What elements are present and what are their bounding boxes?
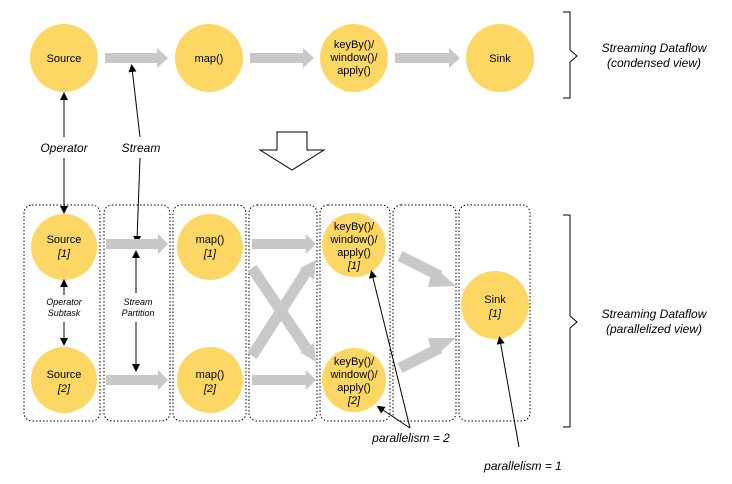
apply-label: apply() (337, 65, 371, 77)
parallelism-2-pointer-a (369, 270, 411, 429)
map-node (175, 24, 243, 92)
source-1-index: [1] (57, 248, 71, 260)
sink-node-label: Sink (489, 53, 511, 65)
to-sink-arrowhead (428, 266, 456, 287)
parallel-view-title: Streaming Dataflow (602, 307, 708, 321)
shuffle-arrowhead (300, 260, 316, 280)
column-map (172, 204, 247, 422)
stream-partition-label-2: Partition (121, 308, 154, 318)
column-keyby (319, 204, 391, 422)
column-source (23, 204, 101, 422)
keyby-1-line1: keyBy()/ (334, 221, 375, 233)
parallel-view-subtitle: (parallelized view) (606, 322, 702, 336)
keyby-2-line1: keyBy()/ (334, 356, 375, 368)
sink-subtask-1 (461, 271, 529, 339)
map-2-index: [2] (203, 383, 217, 395)
stream-label: Stream (122, 141, 161, 155)
parallelism-1-pointer (496, 336, 520, 448)
column-stream-3 (392, 204, 457, 422)
stream-partition-arrow (252, 234, 316, 254)
condensed-bracket (563, 11, 578, 99)
source-subtask-2 (31, 347, 97, 413)
sink-1-label: Sink (484, 294, 506, 306)
stream-partition-arrow (252, 370, 316, 390)
parallelism-1-label: parallelism = 1 (483, 459, 562, 473)
map-node-label: map() (195, 53, 224, 65)
shuffle-arrowhead (300, 343, 316, 362)
source-subtask-1 (31, 214, 97, 280)
keyby-1-index: [1] (347, 260, 361, 272)
annotations: Operator Stream (40, 64, 161, 244)
sink-1-index: [1] (488, 308, 502, 320)
map-1-index: [1] (203, 248, 217, 260)
keyby-subtask-1 (322, 213, 386, 277)
stream-arrow (395, 48, 460, 68)
condensed-view-subtitle: (condensed view) (607, 56, 701, 70)
operator-label: Operator (40, 141, 88, 155)
source-2-index: [2] (57, 383, 71, 395)
map-subtask-1 (177, 214, 243, 280)
keyby-2-line2: window()/ (329, 369, 378, 381)
stream-arrow (250, 48, 314, 68)
keyby-1-line3: apply() (337, 247, 371, 259)
keyby-subtask-2 (322, 348, 386, 412)
parallelism-2-pointer-b (376, 405, 411, 429)
source-node-label: Source (47, 53, 82, 65)
column-stream-1 (103, 204, 171, 422)
parallel-view: Source [1] Source [2] map() [1] map() [2… (23, 204, 708, 473)
keyby-label: keyBy()/ (334, 39, 375, 51)
map-subtask-2 (177, 347, 243, 413)
stream-pointer-down (133, 157, 142, 244)
stream-arrow (105, 48, 168, 68)
keyby-window-apply-node (320, 24, 388, 92)
sink-node (466, 24, 534, 92)
shuffle-line (247, 269, 311, 359)
keyby-2-line3: apply() (337, 382, 371, 394)
parallel-bracket (563, 214, 578, 428)
stream-partition-arrow (106, 234, 168, 254)
expand-arrow-icon (258, 131, 326, 171)
window-label: window()/ (329, 52, 378, 64)
keyby-1-line2: window()/ (329, 234, 378, 246)
keyby-2-index: [2] (347, 395, 361, 407)
map-2-label: map() (196, 369, 225, 381)
operator-subtask-label-1: Operator (46, 297, 83, 307)
source-2-label: Source (47, 369, 82, 381)
stream-partition-arrow (106, 370, 168, 390)
source-node (30, 24, 98, 92)
source-1-label: Source (47, 234, 82, 246)
to-sink-arrowhead (428, 338, 456, 358)
parallelism-2-label: parallelism = 2 (371, 431, 450, 445)
condensed-view-title: Streaming Dataflow (602, 41, 708, 55)
column-stream-2 (248, 204, 318, 422)
stream-pointer-up (128, 64, 141, 138)
map-1-label: map() (196, 234, 225, 246)
operator-subtask-label-2: Subtask (48, 308, 81, 318)
stream-partition-label-1: Stream (123, 297, 153, 307)
condensed-view: Source map() keyBy()/ window()/ apply() … (30, 11, 708, 99)
